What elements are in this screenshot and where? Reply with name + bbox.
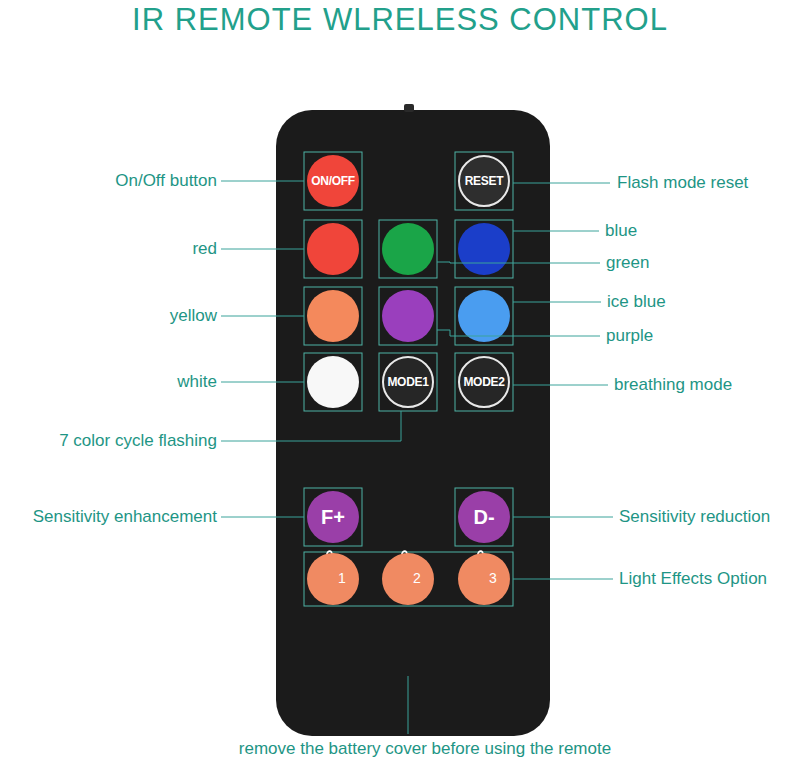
button-text: MODE2 [463, 375, 504, 389]
callout-label: Sensitivity reduction [619, 507, 770, 527]
effect-button: 3 [458, 553, 510, 605]
callout-label: remove the battery cover before using th… [239, 739, 611, 759]
button-text: MODE1 [387, 375, 428, 389]
callout-label: purple [606, 326, 653, 346]
ir-emitter [404, 104, 414, 112]
callout-label: Light Effects Option [619, 569, 767, 589]
button-frame [455, 152, 513, 210]
button-frame [304, 488, 362, 546]
leader-line [437, 330, 600, 336]
callout-label: On/Off button [115, 171, 217, 191]
button-text: ON/OFF [311, 174, 355, 188]
button-frame [455, 353, 513, 411]
leader-line [221, 249, 304, 250]
leader-line [221, 382, 304, 383]
callout-label: red [192, 239, 217, 259]
leader-line [221, 517, 304, 518]
leader-line [513, 183, 610, 184]
button-frame [304, 152, 362, 210]
button-frame [379, 353, 437, 411]
color-buttons [307, 223, 510, 408]
mode1-button: MODE1 [382, 356, 434, 408]
callout-label: Sensitivity enhancement [33, 507, 217, 527]
button-text: 1 [338, 570, 346, 586]
red-button [307, 223, 359, 275]
green-button [382, 223, 434, 275]
leader-line [437, 262, 600, 263]
button-frame [304, 220, 362, 278]
yellow-button [307, 290, 359, 342]
button-frame [379, 287, 437, 345]
leader-line [408, 676, 409, 734]
callout-label: ice blue [607, 292, 666, 312]
button-frame [455, 220, 513, 278]
leader-line [513, 231, 599, 232]
button-frames [304, 152, 513, 606]
diagram-title: IR REMOTE WLRELESS CONTROL [0, 2, 800, 38]
effect-button: 1 [307, 553, 359, 605]
button-frame [455, 488, 513, 546]
button-text: 3 [489, 570, 497, 586]
white-button [307, 356, 359, 408]
leader-line [221, 411, 401, 441]
effect-button: 2 [382, 553, 434, 605]
button-text: 2 [413, 570, 421, 586]
button-frame [304, 353, 362, 411]
leader-line [513, 302, 601, 303]
callout-label: Flash mode reset [617, 173, 748, 193]
leader-line [513, 579, 613, 580]
button-text: RESET [465, 174, 504, 188]
callout-label: green [606, 253, 649, 273]
button-frame [304, 552, 513, 606]
blue-button [458, 223, 510, 275]
sensitivity-down-button: D- [458, 491, 510, 543]
button-frame [379, 220, 437, 278]
callout-label: blue [605, 221, 637, 241]
leader-line [513, 385, 608, 386]
callout-label: breathing mode [614, 375, 732, 395]
ice-blue-button [458, 290, 510, 342]
on-off-button: ON/OFF [307, 155, 359, 207]
callout-label: yellow [170, 306, 217, 326]
remote-body [276, 110, 550, 736]
button-text: D- [473, 506, 494, 529]
button-frame [304, 287, 362, 345]
leader-line [513, 517, 613, 518]
leader-line [221, 316, 304, 317]
reset-button: RESET [458, 155, 510, 207]
leader-lines [221, 181, 613, 734]
callout-label: white [177, 372, 217, 392]
button-text: F+ [321, 506, 345, 529]
mode2-button: MODE2 [458, 356, 510, 408]
leader-line [221, 181, 304, 182]
sensitivity-up-button: F+ [307, 491, 359, 543]
callout-label: 7 color cycle flashing [59, 431, 217, 451]
purple-button [382, 290, 434, 342]
